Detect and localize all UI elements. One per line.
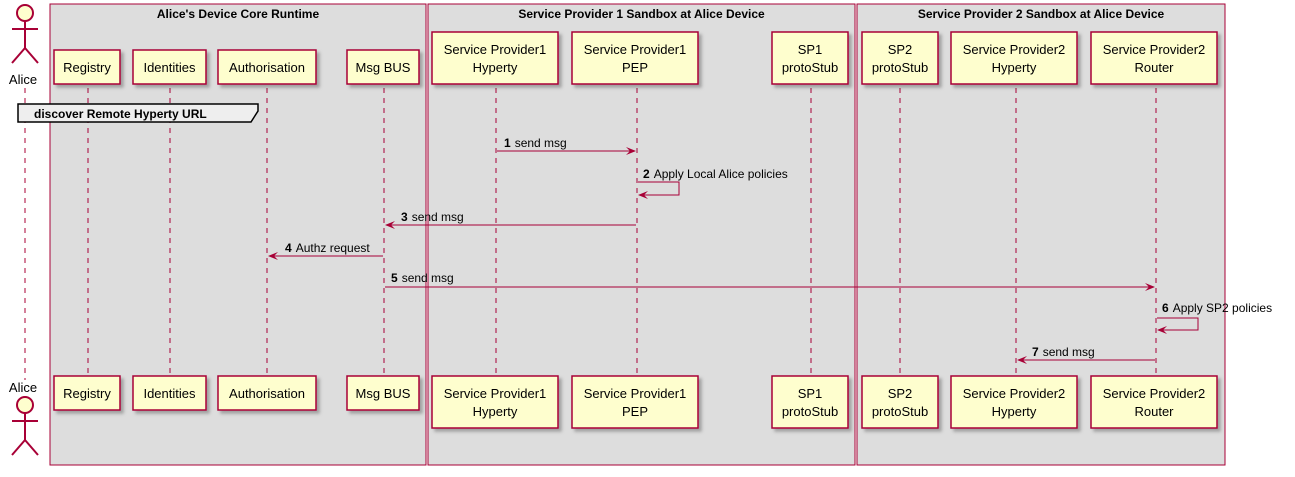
participant-label: PEP bbox=[622, 60, 648, 75]
message-label: 7 send msg bbox=[1032, 345, 1095, 359]
message-number: 5 bbox=[391, 271, 398, 285]
participant-label: protoStub bbox=[782, 404, 838, 419]
participant-sp2hyperty: Service Provider2 Hyperty bbox=[950, 375, 1078, 429]
message-text: send msg bbox=[402, 271, 454, 285]
participant-label: Service Provider1 bbox=[444, 42, 547, 57]
participant-label: Authorisation bbox=[229, 60, 305, 75]
participant-sp1pep: Service Provider1 PEP bbox=[571, 31, 699, 85]
participant-sp1hyperty: Service Provider1 Hyperty bbox=[431, 375, 559, 429]
message-number: 6 bbox=[1162, 301, 1169, 315]
stick-figure-icon bbox=[11, 396, 39, 456]
participant-label: protoStub bbox=[872, 404, 928, 419]
participant-label: Hyperty bbox=[992, 60, 1037, 75]
participant-registry: Registry bbox=[53, 375, 121, 411]
participant-registry: Registry bbox=[53, 49, 121, 85]
message-number: 7 bbox=[1032, 345, 1039, 359]
participant-authorisation: Authorisation bbox=[217, 375, 317, 411]
participant-label: SP2 bbox=[888, 386, 913, 401]
actor-label: Alice bbox=[9, 72, 37, 87]
message-6: 6 Apply SP2 policies bbox=[1157, 301, 1272, 334]
group-box-title: Alice's Device Core Runtime bbox=[157, 7, 320, 21]
message-number: 2 bbox=[643, 167, 650, 181]
message-number: 3 bbox=[401, 210, 408, 224]
participant-identities: Identities bbox=[132, 375, 207, 411]
participant-label: SP1 bbox=[798, 386, 823, 401]
actor-label: Alice bbox=[9, 380, 37, 395]
lifelines bbox=[24, 88, 1157, 380]
message-text: Authz request bbox=[296, 241, 371, 255]
message-label: 6 Apply SP2 policies bbox=[1162, 301, 1272, 315]
message-5: 5 send msg bbox=[385, 271, 1155, 291]
message-label: 5 send msg bbox=[391, 271, 454, 285]
participant-label: Identities bbox=[143, 60, 196, 75]
message-1: 1 send msg bbox=[497, 136, 636, 155]
message-label: 4 Authz request bbox=[285, 241, 370, 255]
participants-bottom: Registry Identities Authorisation Msg BU… bbox=[53, 375, 1218, 429]
message-label: 2 Apply Local Alice policies bbox=[643, 167, 788, 181]
group-box-title: Service Provider 1 Sandbox at Alice Devi… bbox=[518, 7, 765, 21]
actor-alice-bottom: Alice bbox=[9, 380, 39, 456]
participant-label: Msg BUS bbox=[356, 386, 411, 401]
participants-top: Registry Identities Authorisation Msg BU… bbox=[53, 31, 1218, 85]
participant-label: Service Provider1 bbox=[584, 386, 687, 401]
participant-label: Service Provider1 bbox=[584, 42, 687, 57]
participant-label: Service Provider1 bbox=[444, 386, 547, 401]
message-3: 3 send msg bbox=[385, 210, 636, 229]
message-number: 1 bbox=[504, 136, 511, 150]
actor-alice-top: Alice bbox=[9, 4, 39, 87]
participant-sp2protostub: SP2 protoStub bbox=[861, 375, 939, 429]
participant-label: Service Provider2 bbox=[963, 42, 1066, 57]
message-7: 7 send msg bbox=[1017, 345, 1155, 364]
ref-frame-discover: discover Remote Hyperty URL bbox=[17, 103, 259, 123]
participant-label: SP2 bbox=[888, 42, 913, 57]
participant-authorisation: Authorisation bbox=[217, 49, 317, 85]
message-arrow bbox=[1157, 317, 1199, 334]
participant-label: Service Provider2 bbox=[1103, 42, 1206, 57]
message-number: 4 bbox=[285, 241, 292, 255]
participant-sp2hyperty: Service Provider2 Hyperty bbox=[950, 31, 1078, 85]
group-box-title: Service Provider 2 Sandbox at Alice Devi… bbox=[918, 7, 1165, 21]
participant-sp2router: Service Provider2 Router bbox=[1090, 375, 1218, 429]
message-arrow bbox=[638, 181, 680, 199]
participant-label: Hyperty bbox=[473, 404, 518, 419]
participant-label: Hyperty bbox=[473, 60, 518, 75]
message-label: 1 send msg bbox=[504, 136, 567, 150]
participant-label: Msg BUS bbox=[356, 60, 411, 75]
ref-frame-label: discover Remote Hyperty URL bbox=[34, 107, 207, 121]
message-text: send msg bbox=[412, 210, 464, 224]
participant-label: PEP bbox=[622, 404, 648, 419]
message-2: 2 Apply Local Alice policies bbox=[638, 167, 788, 199]
message-text: send msg bbox=[515, 136, 567, 150]
participant-label: Registry bbox=[63, 386, 111, 401]
participant-label: Authorisation bbox=[229, 386, 305, 401]
participant-label: Service Provider2 bbox=[1103, 386, 1206, 401]
participant-sp2router: Service Provider2 Router bbox=[1090, 31, 1218, 85]
participant-label: protoStub bbox=[872, 60, 928, 75]
participant-sp1protostub: SP1 protoStub bbox=[771, 31, 849, 85]
message-text: Apply SP2 policies bbox=[1173, 301, 1272, 315]
participant-label: Identities bbox=[143, 386, 196, 401]
participant-msgbus: Msg BUS bbox=[346, 375, 420, 411]
message-text: Apply Local Alice policies bbox=[654, 167, 788, 181]
participant-label: Registry bbox=[63, 60, 111, 75]
participant-label: Service Provider2 bbox=[963, 386, 1066, 401]
participant-sp2protostub: SP2 protoStub bbox=[861, 31, 939, 85]
stick-figure-icon bbox=[11, 4, 39, 64]
message-4: 4 Authz request bbox=[268, 241, 383, 260]
participant-label: Hyperty bbox=[992, 404, 1037, 419]
participant-label: SP1 bbox=[798, 42, 823, 57]
participant-label: Router bbox=[1134, 60, 1174, 75]
participant-sp1pep: Service Provider1 PEP bbox=[571, 375, 699, 429]
message-label: 3 send msg bbox=[401, 210, 464, 224]
participant-label: protoStub bbox=[782, 60, 838, 75]
participant-msgbus: Msg BUS bbox=[346, 49, 420, 85]
message-text: send msg bbox=[1043, 345, 1095, 359]
participant-sp1protostub: SP1 protoStub bbox=[771, 375, 849, 429]
participant-label: Router bbox=[1134, 404, 1174, 419]
participant-identities: Identities bbox=[132, 49, 207, 85]
participant-sp1hyperty: Service Provider1 Hyperty bbox=[431, 31, 559, 85]
